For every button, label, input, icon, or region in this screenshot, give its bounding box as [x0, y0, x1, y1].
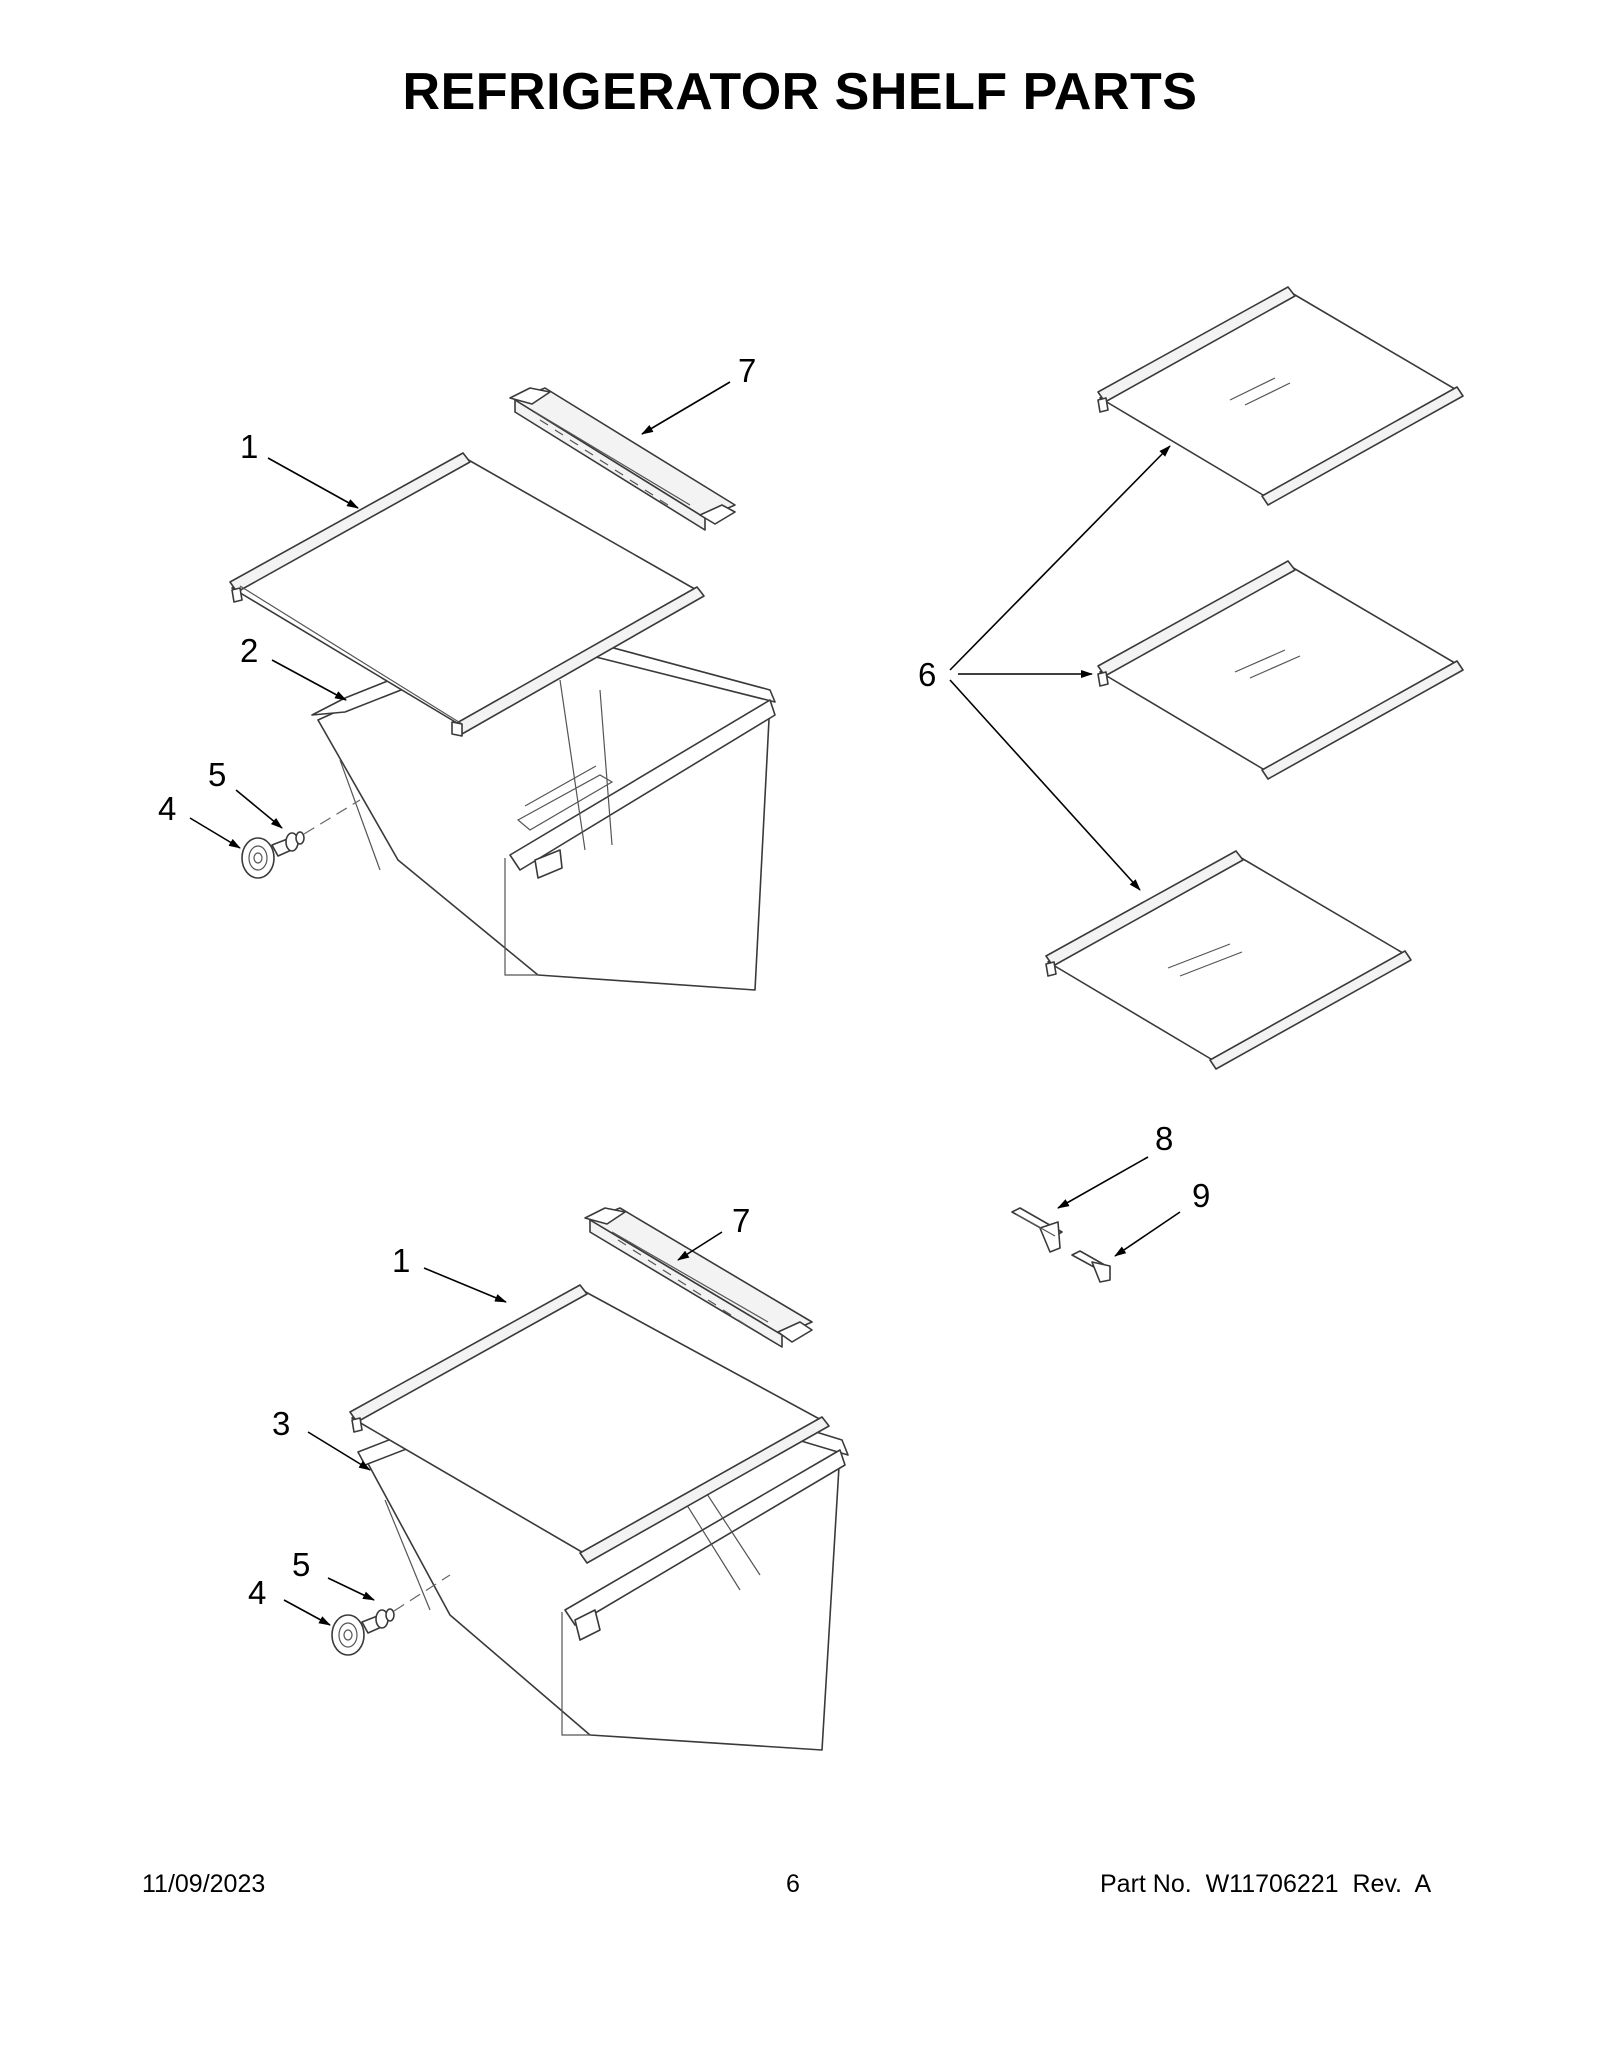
- callout-8: 8: [1155, 1120, 1173, 1157]
- rail-upper: [509, 387, 736, 531]
- callout-5-upper: 5: [208, 756, 226, 793]
- callout-1-upper: 1: [240, 428, 258, 465]
- callout-6: 6: [918, 656, 936, 693]
- footer-date: 11/09/2023: [142, 1870, 266, 1898]
- callout-9: 9: [1192, 1177, 1210, 1214]
- callout-labels: 1 2 5 4 7 6 8 9 7 1 3 5 4: [158, 352, 1210, 1611]
- callout-4-upper: 4: [158, 790, 176, 827]
- callout-3: 3: [272, 1405, 290, 1442]
- glass-shelf-right-1: [1097, 286, 1464, 506]
- axle-lower: [361, 1608, 395, 1634]
- footer-page-number: 6: [786, 1870, 800, 1898]
- glass-shelf-upper: [229, 452, 705, 737]
- wheel-lower: [331, 1614, 365, 1656]
- shelf-clip-part-9: [1071, 1250, 1111, 1283]
- shelf-bracket-part-8: [1011, 1207, 1063, 1253]
- leader-lines: [189, 381, 1181, 1626]
- page-title: REFRIGERATOR SHELF PARTS: [402, 63, 1198, 121]
- glass-shelf-right-2: [1097, 560, 1464, 780]
- axle-upper: [271, 831, 305, 857]
- callout-1-lower: 1: [392, 1242, 410, 1279]
- glass-shelf-lower: [349, 1284, 830, 1564]
- wheel-upper: [241, 837, 275, 879]
- footer-part-number: Part No. W11706221 Rev. A: [1100, 1870, 1432, 1898]
- glass-shelf-right-3: [1045, 850, 1412, 1070]
- rail-lower: [584, 1207, 813, 1348]
- callout-4-lower: 4: [248, 1574, 266, 1611]
- callout-2: 2: [240, 632, 258, 669]
- callout-7-lower: 7: [732, 1202, 750, 1239]
- callout-5-lower: 5: [292, 1546, 310, 1583]
- callout-7-upper: 7: [738, 352, 756, 389]
